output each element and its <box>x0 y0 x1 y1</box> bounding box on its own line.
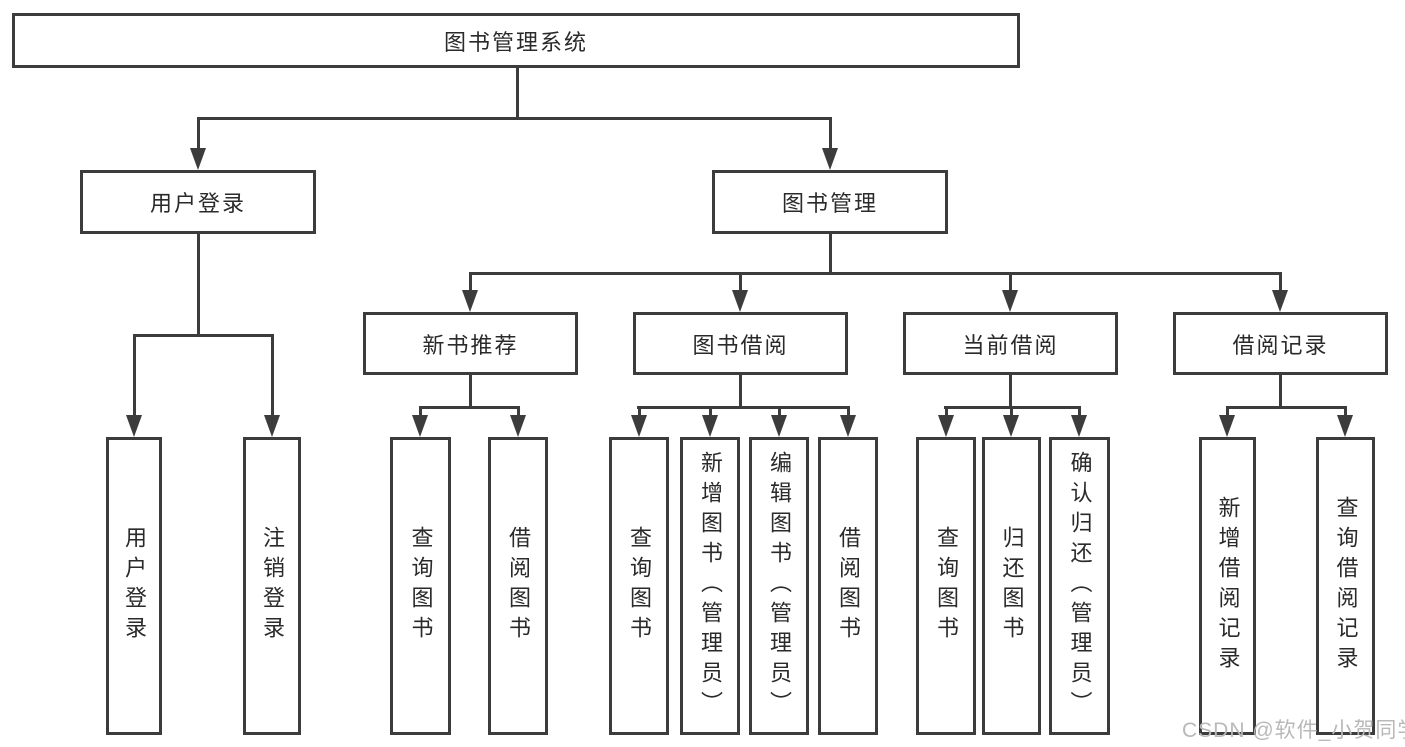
leaf-query-book-3-label: 查询图书 <box>934 526 959 646</box>
arrow-head-to-bb-query-icon <box>631 415 647 437</box>
arrow-shaft-to-cb-confirm <box>1077 407 1081 415</box>
node-book-borrow: 图书借阅 <box>633 312 848 375</box>
arrow-shaft-to-cb-query <box>944 407 948 415</box>
leaf-confirm-return-admin: 确认归还（管理员） <box>1049 437 1110 735</box>
arrow-head-to-nb-query-icon <box>412 415 428 437</box>
leaf-logout-login-label: 注销登录 <box>260 526 285 646</box>
leaf-borrow-book-1: 借阅图书 <box>488 437 548 735</box>
arrow-shaft-to-bb-add <box>708 407 712 415</box>
arrow-head-to-nb-borrow-icon <box>510 415 526 437</box>
connector-book-mgmt-children <box>469 271 1282 275</box>
node-book-management-label: 图书管理 <box>781 191 878 216</box>
leaf-query-book-1-label: 查询图书 <box>408 526 434 646</box>
node-user-login: 用户登录 <box>80 170 316 234</box>
arrow-shaft-to-leaf-user-login <box>132 335 136 415</box>
arrow-shaft-to-new-book-recommend <box>468 273 472 290</box>
node-book-borrow-label: 图书借阅 <box>692 332 789 358</box>
leaf-query-book-3: 查询图书 <box>916 437 976 735</box>
arrow-head-to-leaf-logout-icon <box>264 415 280 437</box>
connector-book-mgmt-stub <box>828 234 832 273</box>
node-root: 图书管理系统 <box>12 13 1020 68</box>
arrow-shaft-to-nb-query <box>418 407 422 415</box>
arrow-head-to-cb-query-icon <box>938 415 954 437</box>
arrow-head-to-bb-edit-icon <box>771 415 787 437</box>
leaf-add-borrow-record-label: 新增借阅记录 <box>1215 496 1241 676</box>
connector-book-borrow-stub <box>738 375 742 407</box>
leaf-user-login: 用户登录 <box>106 437 162 735</box>
leaf-edit-book-admin: 编辑图书（管理员） <box>749 437 809 735</box>
watermark: CSDN @软件_小贺同学 <box>1182 719 1405 742</box>
arrow-head-to-borrow-record-icon <box>1272 290 1288 312</box>
connector-user-login-children <box>133 333 274 337</box>
leaf-user-login-label: 用户登录 <box>122 526 147 646</box>
leaf-query-book-1: 查询图书 <box>390 437 451 735</box>
leaf-add-book-admin: 新增图书（管理员） <box>680 437 740 735</box>
arrow-shaft-to-bb-borrow <box>846 407 850 415</box>
leaf-return-book: 归还图书 <box>982 437 1041 735</box>
leaf-query-book-2: 查询图书 <box>609 437 669 735</box>
arrow-head-to-book-mgmt-icon <box>822 148 838 170</box>
arrow-head-to-leaf-user-login-icon <box>126 415 142 437</box>
arrow-shaft-to-nb-borrow <box>516 407 520 415</box>
node-user-login-label: 用户登录 <box>149 191 246 216</box>
leaf-query-book-2-label: 查询图书 <box>627 526 652 646</box>
arrow-shaft-to-bb-query <box>637 407 641 415</box>
arrow-shaft-to-cb-return <box>1009 407 1013 415</box>
leaf-query-borrow-record: 查询借阅记录 <box>1316 437 1375 735</box>
arrow-head-to-bb-borrow-icon <box>840 415 856 437</box>
leaf-edit-book-admin-label: 编辑图书（管理员） <box>767 451 792 721</box>
arrow-head-to-book-borrow-icon <box>732 290 748 312</box>
leaf-borrow-book-2: 借阅图书 <box>818 437 878 735</box>
arrow-head-to-new-book-recommend-icon <box>462 290 478 312</box>
arrow-shaft-to-br-query <box>1343 407 1347 415</box>
leaf-borrow-book-1-label: 借阅图书 <box>506 526 531 646</box>
leaf-query-borrow-record-label: 查询借阅记录 <box>1333 496 1359 676</box>
leaf-logout-login: 注销登录 <box>243 437 301 735</box>
node-borrow-record-label: 借阅记录 <box>1232 332 1329 358</box>
connector-user-login-stub <box>196 234 200 335</box>
connector-new-book-children <box>419 405 520 409</box>
arrow-head-to-user-login-icon <box>190 148 206 170</box>
arrow-shaft-to-leaf-logout <box>270 335 274 415</box>
arrow-head-to-bb-add-icon <box>702 415 718 437</box>
connector-root-children <box>197 116 832 120</box>
leaf-add-borrow-record: 新增借阅记录 <box>1199 437 1256 735</box>
connector-current-borrow-stub <box>1008 375 1012 407</box>
leaf-confirm-return-admin-label: 确认归还（管理员） <box>1067 451 1093 721</box>
arrow-shaft-to-user-login <box>196 118 200 148</box>
arrow-shaft-to-current-borrow <box>1008 273 1012 290</box>
arrow-shaft-to-book-mgmt <box>828 118 832 148</box>
node-new-book-recommend-label: 新书推荐 <box>422 332 519 358</box>
arrow-head-to-cb-confirm-icon <box>1071 415 1087 437</box>
arrow-head-to-current-borrow-icon <box>1002 290 1018 312</box>
connector-book-borrow-children <box>637 405 850 409</box>
node-current-borrow-label: 当前借阅 <box>962 332 1059 358</box>
node-borrow-record: 借阅记录 <box>1173 312 1388 375</box>
arrow-shaft-to-book-borrow <box>738 273 742 290</box>
connector-borrow-record-children <box>1226 405 1347 409</box>
connector-root-stub <box>515 68 519 118</box>
node-book-management: 图书管理 <box>712 170 948 234</box>
leaf-add-book-admin-label: 新增图书（管理员） <box>698 451 723 721</box>
leaf-return-book-label: 归还图书 <box>999 526 1025 646</box>
arrow-head-to-cb-return-icon <box>1003 415 1019 437</box>
node-current-borrow: 当前借阅 <box>903 312 1118 375</box>
arrow-head-to-br-add-icon <box>1219 415 1235 437</box>
node-root-label: 图书管理系统 <box>443 29 588 55</box>
node-new-book-recommend: 新书推荐 <box>363 312 578 375</box>
arrow-shaft-to-bb-edit <box>777 407 781 415</box>
leaf-borrow-book-2-label: 借阅图书 <box>836 526 861 646</box>
arrow-shaft-to-borrow-record <box>1278 273 1282 290</box>
connector-new-book-stub <box>468 375 472 407</box>
connector-borrow-record-stub <box>1278 375 1282 407</box>
arrow-head-to-br-query-icon <box>1337 415 1353 437</box>
connector-current-borrow-children <box>944 405 1081 409</box>
arrow-shaft-to-br-add <box>1225 407 1229 415</box>
